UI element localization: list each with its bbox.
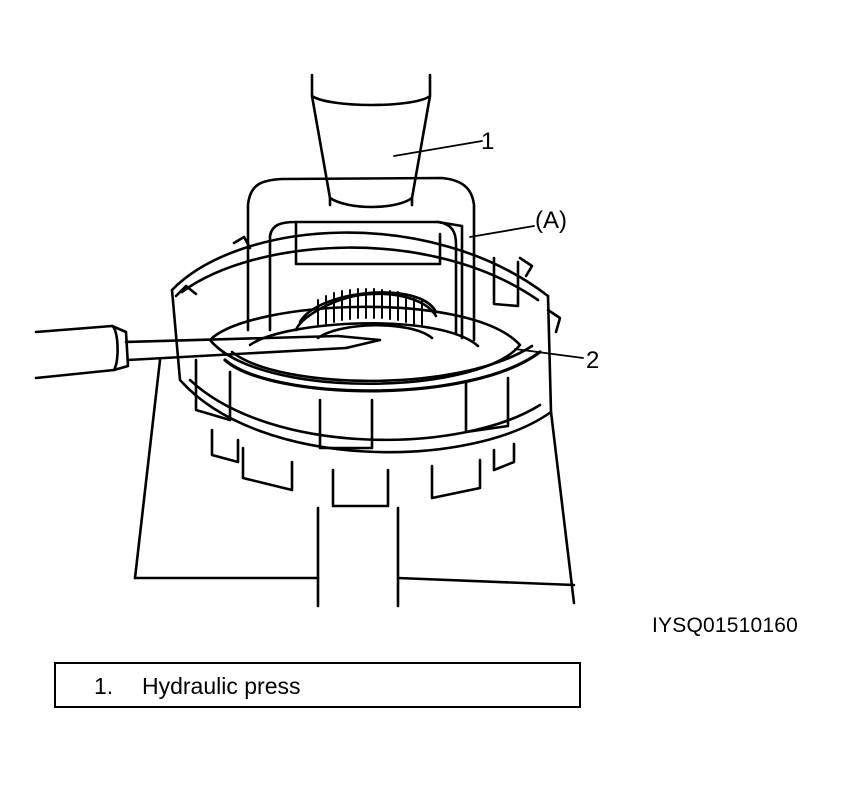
legend-item-number: 1. bbox=[94, 673, 114, 699]
figure-id: IYSQ01510160 bbox=[652, 614, 799, 637]
callout-2-label: 2 bbox=[586, 347, 599, 374]
legend-item-label: Hydraulic press bbox=[142, 673, 301, 699]
drum-lugs bbox=[194, 256, 520, 508]
gear-teeth bbox=[317, 288, 423, 327]
special-tool-a bbox=[246, 176, 476, 342]
support-stand bbox=[133, 358, 576, 608]
inner-hub bbox=[208, 291, 522, 386]
leader-lines bbox=[393, 140, 584, 359]
hydraulic-press-ram bbox=[310, 73, 432, 209]
snap-ring bbox=[223, 344, 542, 393]
legend-item: 1. Hydraulic press bbox=[94, 673, 301, 700]
callout-1-label: 1 bbox=[481, 128, 494, 155]
legend-box: 1. Hydraulic press bbox=[54, 662, 581, 708]
carrier-drum bbox=[170, 231, 562, 454]
callout-a-label: (A) bbox=[535, 207, 567, 234]
screwdriver bbox=[34, 324, 382, 380]
